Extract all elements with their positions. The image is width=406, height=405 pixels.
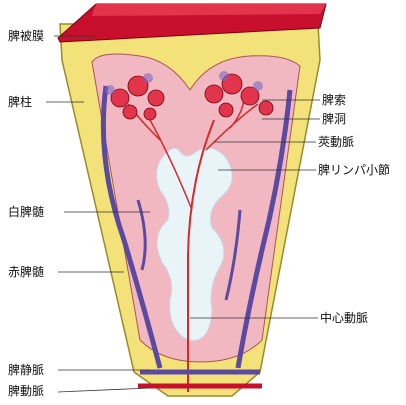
label-trabecula: 脾柱 xyxy=(8,95,32,109)
capsule-top-edge xyxy=(92,4,326,16)
label-splenic-cord: 脾索 xyxy=(322,93,346,107)
label-lymph-nodule: 脾リンパ小節 xyxy=(318,163,390,177)
label-capsule: 脾被膜 xyxy=(8,29,44,43)
label-red-pulp: 赤脾髄 xyxy=(8,265,44,279)
label-splenic-artery: 脾動脈 xyxy=(8,384,44,398)
label-splenic-sinus: 脾洞 xyxy=(322,112,346,126)
label-white-pulp: 白脾髄 xyxy=(8,205,44,219)
label-penicillar-artery: 莢動脈 xyxy=(318,135,354,149)
label-central-artery: 中心動脈 xyxy=(320,311,368,325)
label-splenic-vein: 脾静脈 xyxy=(8,363,44,377)
